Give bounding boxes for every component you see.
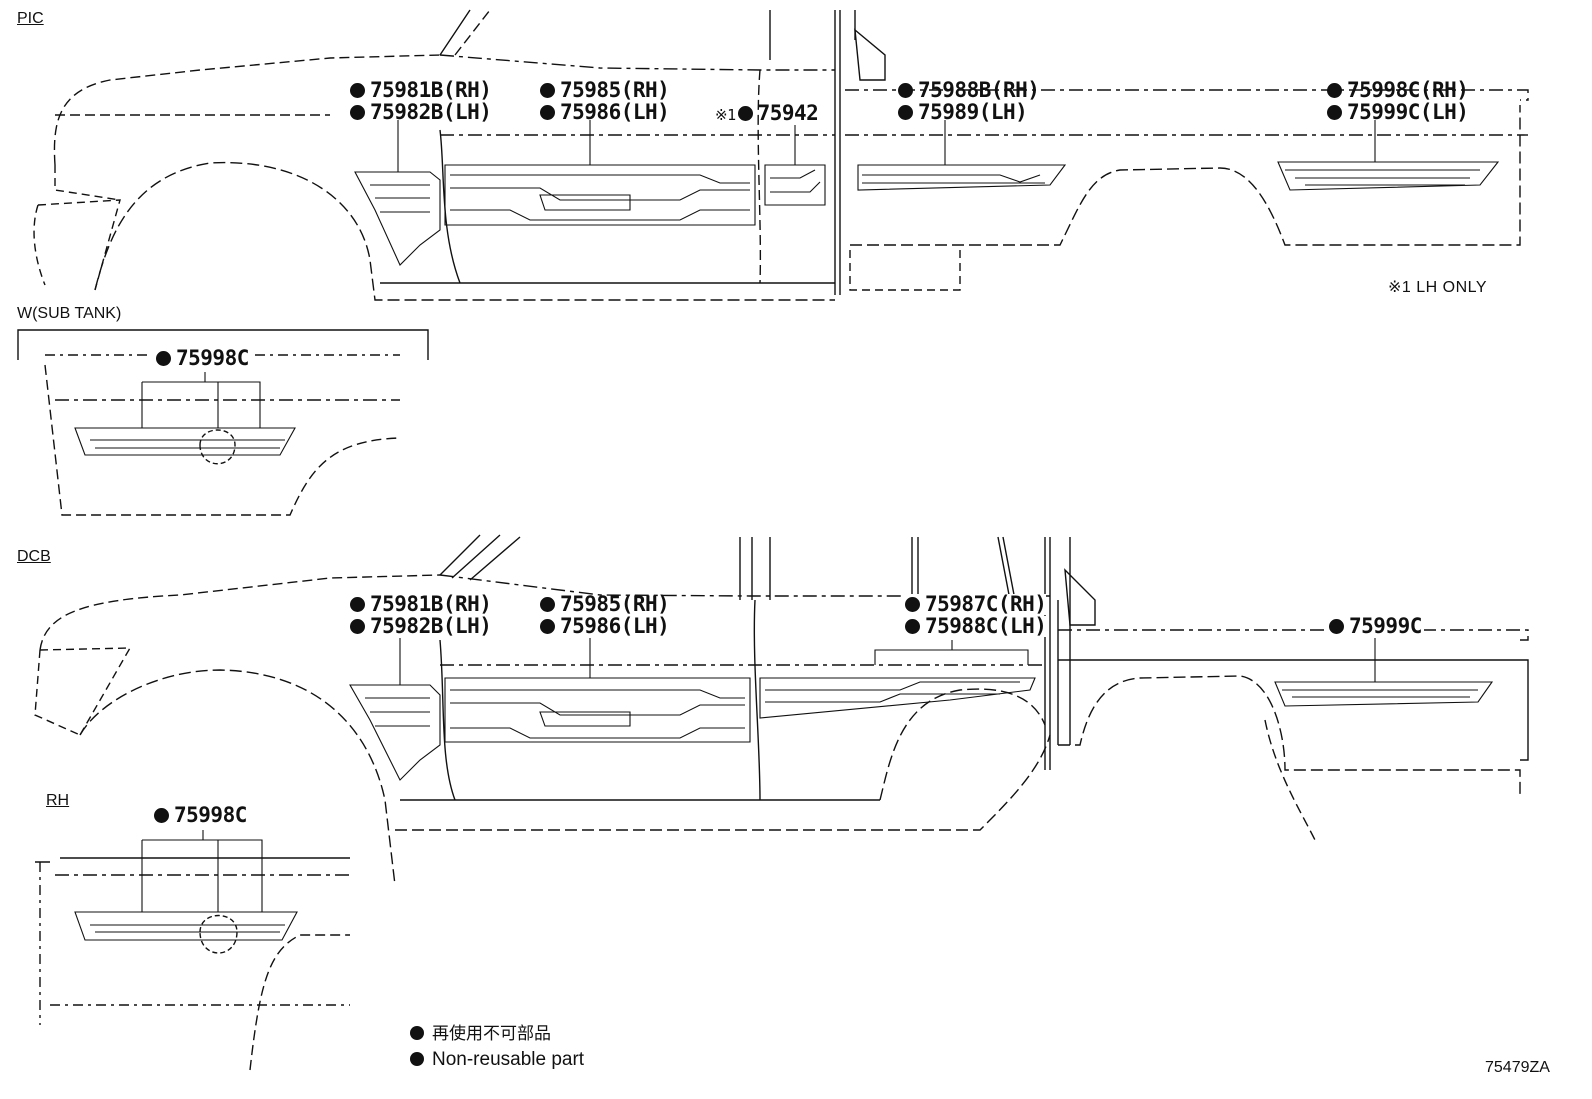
non-reusable-bullet-icon [410, 1026, 424, 1040]
dcb-vehicle-outline [34, 534, 1529, 886]
pic-label-75998c: 75998C(RH) [1327, 78, 1469, 102]
part-number: 75988B(RH) [918, 78, 1040, 102]
non-reusable-bullet-icon [540, 105, 555, 120]
part-number: 75989(LH) [918, 100, 1028, 124]
part-number: 75985(RH) [560, 78, 670, 102]
pic-label-75982b: 75982B(LH) [350, 100, 492, 124]
non-reusable-bullet-icon [737, 106, 753, 121]
part-number: 75987C(RH) [925, 592, 1047, 616]
part-number: 75985(RH) [560, 592, 670, 616]
non-reusable-bullet-icon [1329, 619, 1344, 634]
part-number: 75986(LH) [560, 100, 670, 124]
pic-stripe-graphics [354, 161, 1500, 266]
section-title-dcb: DCB [17, 548, 51, 565]
pic-label-75988b: 75988B(RH) [898, 78, 1040, 102]
sub-tank-inset [17, 329, 429, 516]
pic-label-75981b: 75981B(RH) [350, 78, 492, 102]
section-title-w-sub-tank: W(SUB TANK) [17, 305, 122, 322]
dcb-leader-lines [399, 638, 1376, 685]
non-reusable-bullet-icon [154, 808, 169, 823]
legend-japanese: 再使用不可部品 [410, 1024, 551, 1043]
non-reusable-bullet-icon [410, 1052, 424, 1066]
non-reusable-bullet-icon [350, 597, 365, 612]
section-title-rh: RH [46, 792, 70, 809]
legend-text: 再使用不可部品 [432, 1024, 551, 1044]
dcb-label-75982b: 75982B(LH) [350, 614, 492, 638]
non-reusable-bullet-icon [1327, 105, 1342, 120]
lh-only-marker: ※1 [715, 106, 736, 124]
part-number: 75986(LH) [560, 614, 670, 638]
pic-label-75986: 75986(LH) [540, 100, 670, 124]
dcb-label-75986: 75986(LH) [540, 614, 670, 638]
dcb-label-75999c: 75999C [1327, 616, 1424, 637]
part-number: 75998C [176, 346, 249, 370]
legend-english: Non-reusable part [410, 1050, 584, 1069]
rh-label-75998c: 75998C [154, 805, 247, 826]
non-reusable-bullet-icon [905, 619, 920, 634]
part-number: 75998C(RH) [1347, 78, 1469, 102]
dcb-label-75985: 75985(RH) [540, 592, 670, 616]
part-number: 75999C [1349, 614, 1422, 638]
dcb-label-75987c: 75987C(RH) [905, 592, 1047, 616]
pic-label-75985: 75985(RH) [540, 78, 670, 102]
dcb-stripe-graphics [349, 677, 1494, 781]
pic-leader-lines [397, 120, 1376, 172]
pic-lh-only-note: ※1 LH ONLY [1388, 279, 1488, 296]
part-number: 75998C [174, 803, 247, 827]
pic-label-75999c: 75999C(LH) [1327, 100, 1469, 124]
non-reusable-bullet-icon [350, 105, 365, 120]
section-title-pic: PIC [17, 10, 44, 27]
non-reusable-bullet-icon [350, 619, 365, 634]
non-reusable-bullet-icon [350, 83, 365, 98]
part-number: 75988C(LH) [925, 614, 1047, 638]
part-number: 75981B(RH) [370, 78, 492, 102]
non-reusable-bullet-icon [905, 597, 920, 612]
non-reusable-bullet-icon [898, 83, 913, 98]
non-reusable-bullet-icon [1327, 83, 1342, 98]
part-number: 75982B(LH) [370, 100, 492, 124]
part-number: 75999C(LH) [1347, 100, 1469, 124]
rh-inset [35, 830, 350, 1071]
dcb-label-75981b: 75981B(RH) [350, 592, 492, 616]
drawing-code: 75479ZA [1485, 1059, 1550, 1076]
legend-text: Non-reusable part [432, 1049, 585, 1070]
part-number: 75942 [757, 101, 819, 125]
non-reusable-bullet-icon [540, 619, 555, 634]
pic-label-75989: 75989(LH) [898, 100, 1028, 124]
dcb-label-75988c: 75988C(LH) [905, 614, 1047, 638]
non-reusable-bullet-icon [898, 105, 913, 120]
non-reusable-bullet-icon [156, 351, 171, 366]
part-number: 75981B(RH) [370, 592, 492, 616]
non-reusable-bullet-icon [540, 83, 555, 98]
part-number: 75982B(LH) [370, 614, 492, 638]
non-reusable-bullet-icon [540, 597, 555, 612]
sub-tank-label-75998c: 75998C [154, 348, 251, 369]
pic-vehicle-outline [33, 9, 1529, 301]
pic-label-75942: ※1 75942 [715, 101, 819, 125]
